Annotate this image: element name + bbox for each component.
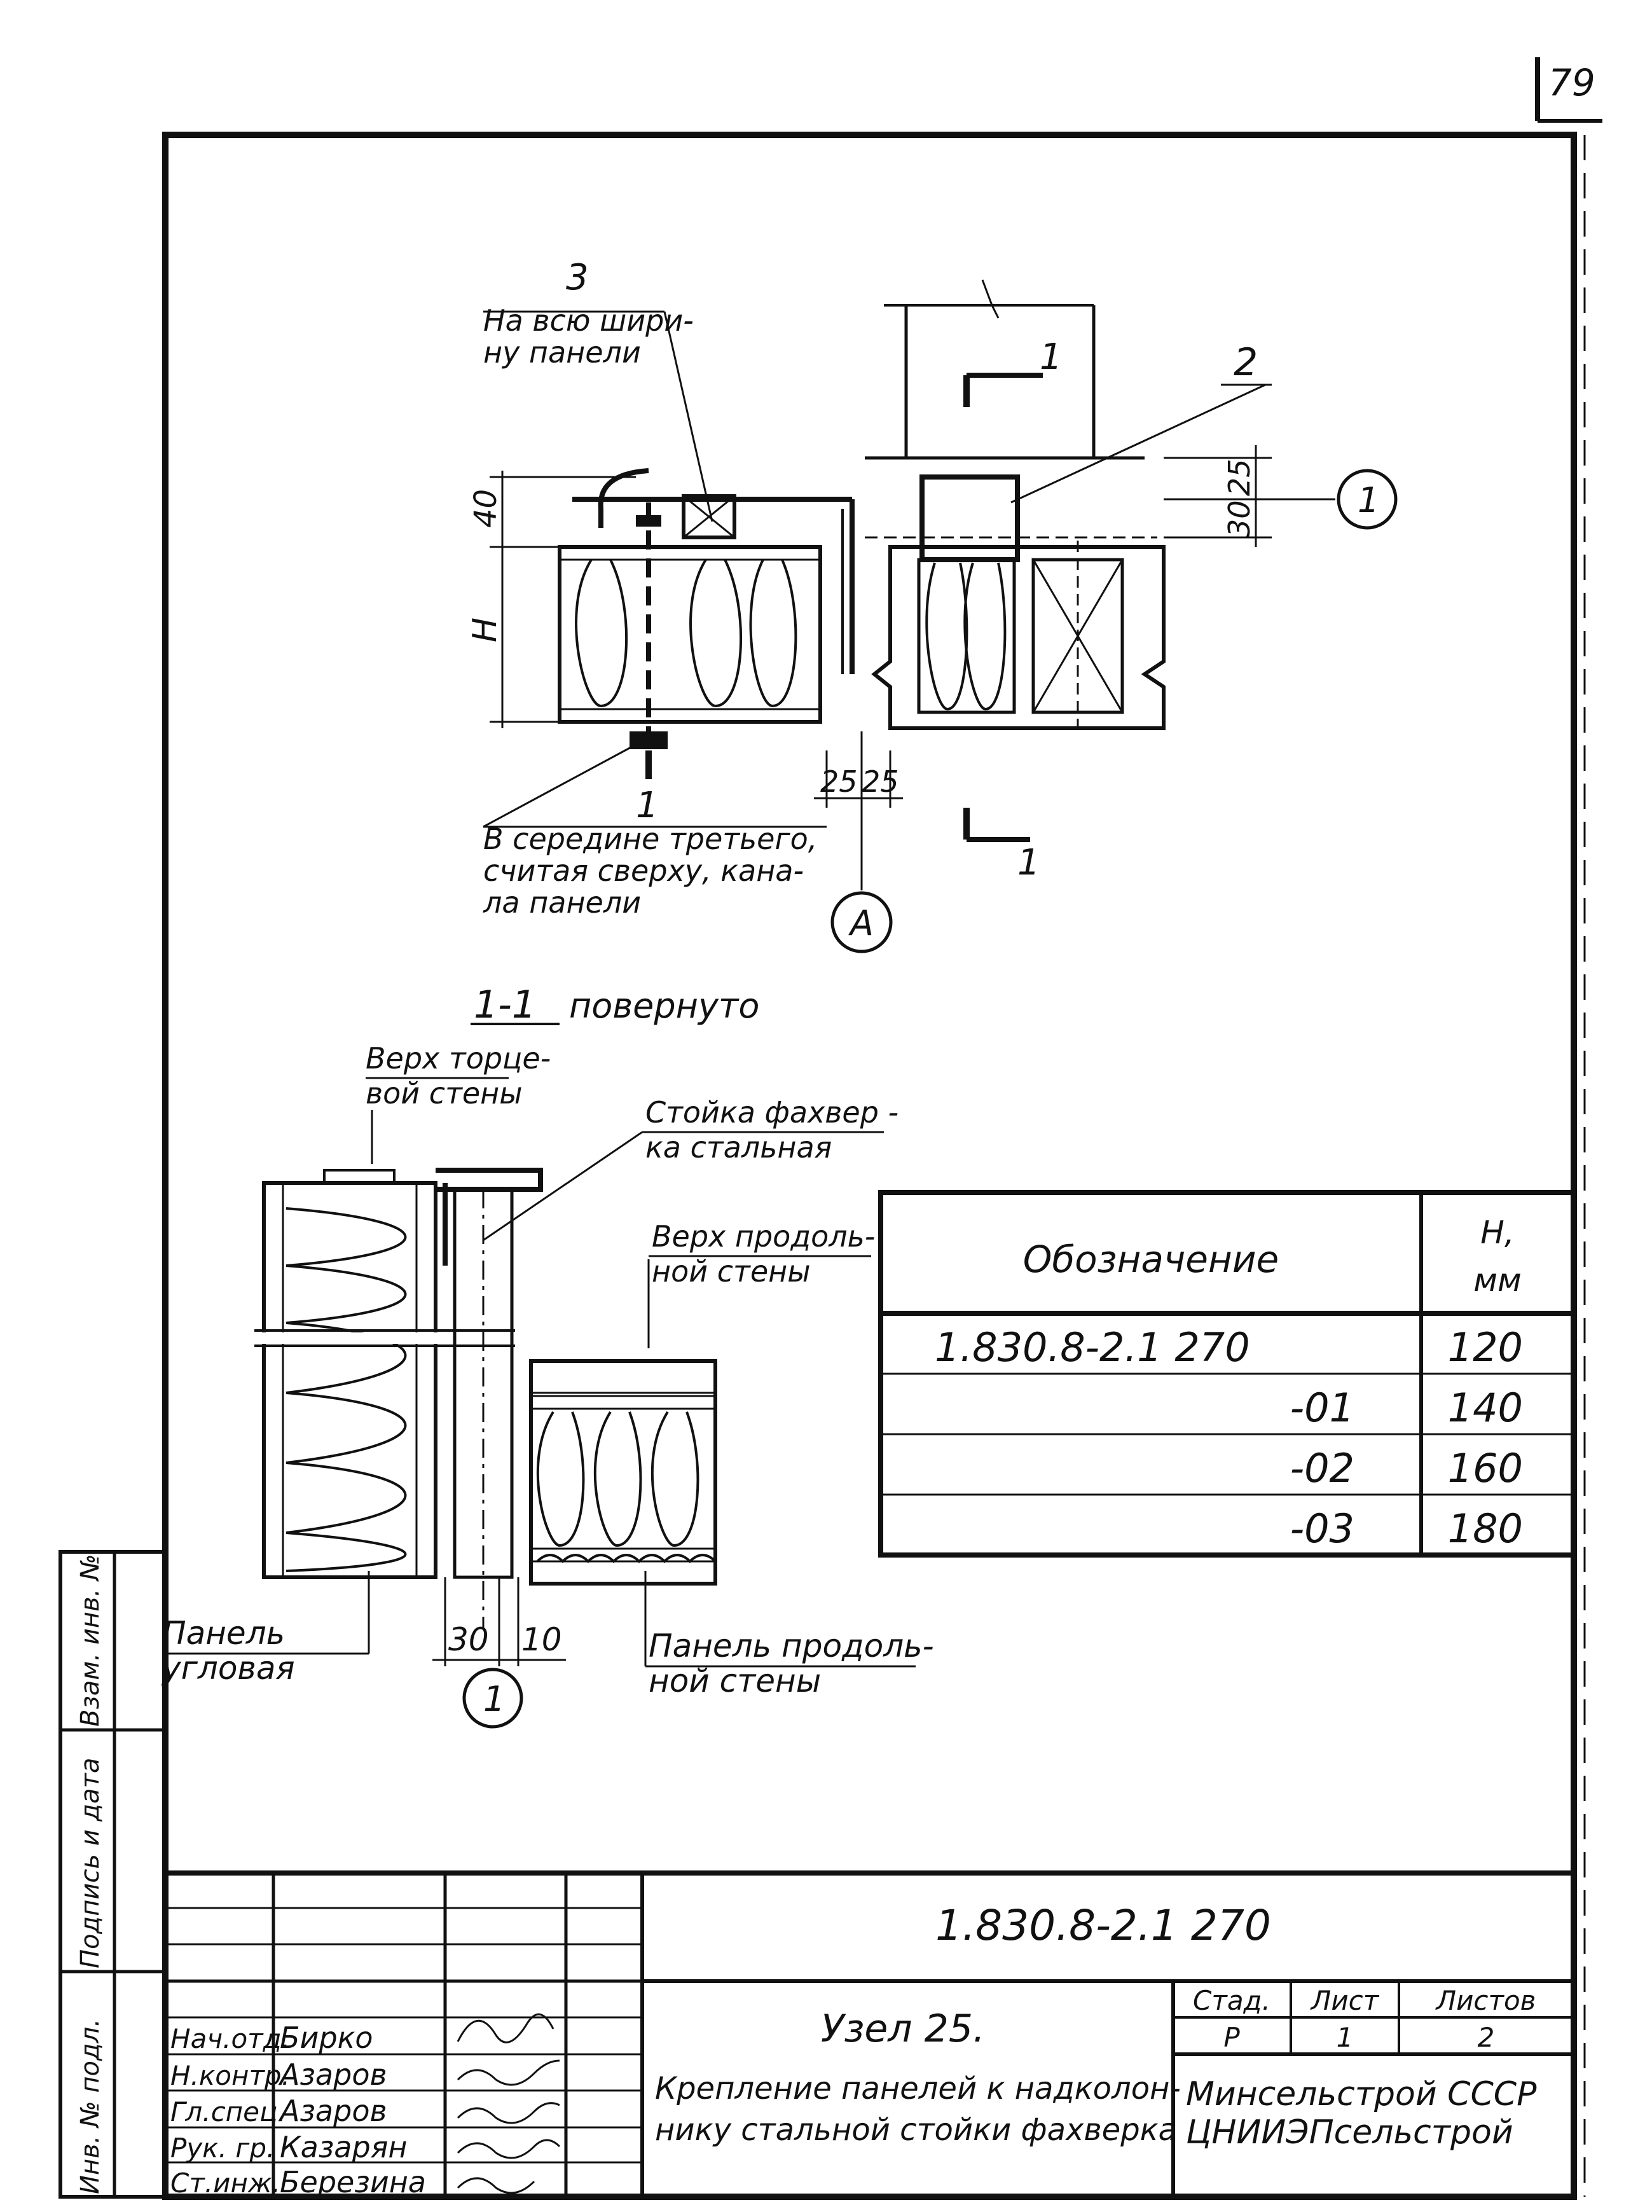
drawing-frame [162, 132, 1577, 2200]
dim-25: 25 [1222, 459, 1256, 496]
dim-40: 40 [468, 489, 504, 528]
note-post-line2: ка стальная [645, 1130, 832, 1165]
section-title: 1-1 [474, 983, 536, 1027]
label-2: 2 [1234, 340, 1258, 385]
note-top-line1: Верх торце- [366, 1041, 551, 1075]
staff-0-name: Бирко [280, 2021, 373, 2055]
note-corner-line2: угловая [161, 1650, 295, 1687]
dim-25b: 25 [862, 764, 899, 799]
staff-4-name: Березина [280, 2165, 426, 2199]
note-top-line2: вой стены [366, 1076, 523, 1110]
sheets-value: 2 [1478, 2022, 1495, 2053]
axis-1-plan: 1 [1358, 480, 1379, 520]
header-h-line2: мм [1473, 1262, 1521, 1299]
staff-2-role: Гл.спец. [170, 2096, 286, 2127]
signature-1 [457, 2059, 560, 2086]
signature-2 [457, 2102, 560, 2124]
row-1-designation: -01 [1290, 1385, 1354, 1431]
org-line2: ЦНИИЭПсельстрой [1186, 2113, 1513, 2152]
row-3-h: 180 [1448, 1505, 1523, 1552]
section-view: 1-1 повернуто Верх торце- вой стены Стой… [161, 983, 934, 1729]
row-2-h: 160 [1448, 1445, 1523, 1491]
sheets-header: Листов [1435, 1985, 1536, 2016]
stage-header: Стад. [1193, 1985, 1270, 2016]
note-lpanel-line1: Панель продоль- [649, 1628, 934, 1664]
section-dim-10: 10 [521, 1621, 562, 1658]
staff-3-name: Казарян [280, 2130, 407, 2164]
note-1-line1: В середине третьего, [483, 822, 817, 856]
sheet-number: 79 [1548, 61, 1595, 104]
signature-4 [457, 2177, 535, 2194]
staff-4-role: Ст.инж. [170, 2167, 280, 2199]
note-1-line2: считая сверху, кана- [483, 854, 804, 888]
staff-2-name: Азаров [278, 2094, 387, 2128]
signature-date-label: Подпись и дата [76, 1758, 105, 1968]
document-code: 1.830.8-2.1 270 [935, 1901, 1271, 1950]
note-post-line1: Стойка фахвер - [645, 1095, 898, 1130]
section-mark-1: 1 [1040, 336, 1063, 378]
section-mark-1b: 1 [1017, 842, 1040, 883]
header-h-line1: H, [1480, 1214, 1515, 1251]
replaces-label: Взам. инв. № [76, 1554, 105, 1727]
staff-1-role: Н.контр. [170, 2060, 290, 2091]
note-corner-line1: Панель [162, 1615, 285, 1652]
note-lpanel-line2: ной стены [649, 1662, 821, 1699]
inv-no-label: Инв. № подл. [76, 2019, 105, 2194]
staff-1-name: Азаров [278, 2057, 387, 2092]
title-block: 1.830.8-2.1 270 Узел 25. Крепление панел… [165, 1870, 1574, 2199]
row-2-designation: -02 [1290, 1445, 1354, 1491]
section-title-suffix: повернуто [569, 986, 759, 1026]
note-1-line3: ла панели [483, 885, 641, 920]
stage-value: Р [1223, 2022, 1240, 2053]
dim-h: H [466, 618, 504, 642]
org-line1: Минсельстрой СССР [1186, 2075, 1537, 2113]
dim-25a: 25 [820, 764, 858, 799]
axis-1-section: 1 [483, 1679, 505, 1719]
staff-0-role: Нач.отд. [170, 2023, 290, 2054]
note-long-line2: ной стены [652, 1254, 811, 1289]
variants-table: Обозначение H, мм 1.830.8-2.1 270 120 -0… [878, 1190, 1576, 1558]
label-3: 3 [566, 257, 589, 298]
axis-a: А [848, 903, 874, 943]
dim-30: 30 [1222, 500, 1256, 537]
section-dim-30: 30 [448, 1621, 489, 1658]
label-1: 1 [636, 785, 659, 826]
row-0-designation: 1.830.8-2.1 270 [935, 1324, 1250, 1371]
sheet-header: Лист [1310, 1985, 1380, 2016]
row-1-h: 140 [1448, 1385, 1523, 1431]
title-line3: нику стальной стойки фахверка [655, 2112, 1177, 2148]
title-line2: Крепление панелей к надколон- [655, 2071, 1181, 2106]
row-0-h: 120 [1448, 1324, 1523, 1371]
header-designation: Обозначение [1023, 1238, 1279, 1281]
plan-view: 3 На всю шири- ну панели 40 H [466, 257, 1398, 953]
row-3-designation: -03 [1290, 1505, 1354, 1552]
staff-3-role: Рук. гр. [170, 2133, 275, 2164]
note-3-line1: На всю шири- [483, 303, 694, 338]
signature-3 [457, 2139, 561, 2159]
signature-0 [457, 2013, 554, 2043]
note-3-line2: ну панели [483, 335, 641, 370]
sheet-value: 1 [1337, 2022, 1354, 2053]
side-stamp: Взам. инв. № Подпись и дата Инв. № подл. [59, 1550, 167, 2199]
title-line1: Узел 25. [821, 2007, 985, 2051]
note-long-line1: Верх продоль- [652, 1219, 875, 1254]
